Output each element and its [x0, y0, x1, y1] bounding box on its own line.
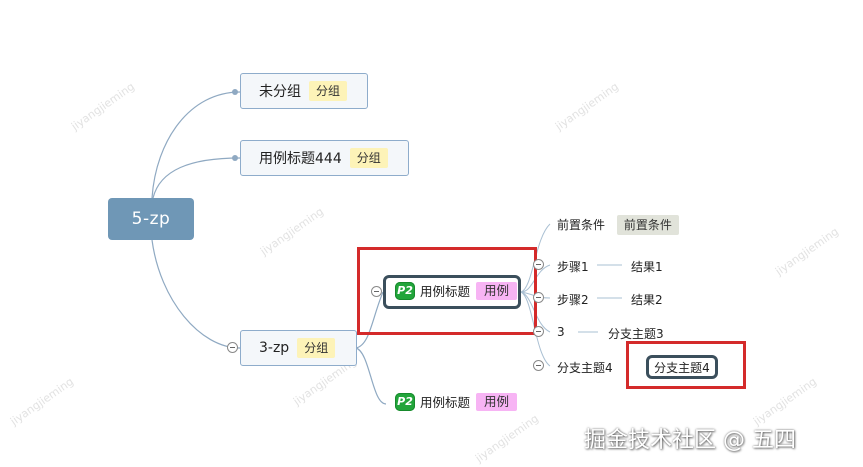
case-node-selected[interactable]: P2 用例标题 用例	[395, 281, 518, 300]
topic-ungrouped[interactable]: 未分组 分组	[240, 73, 368, 109]
selected-case-frame	[383, 275, 521, 309]
connector-dot	[232, 155, 238, 161]
case-title: 用例标题	[420, 395, 471, 410]
precondition-node[interactable]: 前置条件 前置条件	[557, 215, 679, 235]
step-2-node[interactable]: 步骤2	[557, 293, 589, 307]
collapse-toggle-icon[interactable]	[371, 286, 382, 297]
case-tag: 用例	[476, 392, 518, 411]
highlight-box-case	[357, 247, 537, 335]
topic-3-zp[interactable]: 3-zp 分组	[240, 330, 357, 366]
collapse-toggle-icon[interactable]	[533, 360, 544, 371]
collapse-toggle-icon[interactable]	[533, 259, 544, 270]
branch-topic-4-node[interactable]: 分支主题4	[557, 361, 613, 375]
group-tag: 分组	[309, 81, 348, 101]
topic-label: 未分组	[259, 84, 301, 100]
result-2-node[interactable]: 结果2	[631, 293, 663, 307]
branch-topic-4-selected[interactable]: 分支主题4	[646, 355, 718, 379]
collapse-toggle-icon[interactable]	[533, 326, 544, 337]
precondition-label: 前置条件	[557, 218, 606, 232]
case-tag: 用例	[476, 281, 518, 300]
group-tag: 分组	[349, 148, 388, 168]
branch-topic-3-node[interactable]: 分支主题3	[608, 327, 664, 341]
result-1-node[interactable]: 结果1	[631, 260, 663, 274]
precondition-tag: 前置条件	[616, 215, 679, 235]
case-node[interactable]: P2 用例标题 用例	[395, 392, 518, 411]
step-3-node[interactable]: 3	[557, 325, 565, 339]
topic-label: 用例标题444	[259, 151, 342, 167]
connector-dot	[232, 89, 238, 95]
central-topic[interactable]: 5-zp	[108, 198, 194, 240]
priority-p2-icon: P2	[395, 281, 415, 300]
group-tag: 分组	[297, 338, 336, 358]
step-1-node[interactable]: 步骤1	[557, 260, 589, 274]
collapse-toggle-icon[interactable]	[533, 292, 544, 303]
priority-p2-icon: P2	[395, 392, 415, 411]
topic-case-title-444[interactable]: 用例标题444 分组	[240, 140, 409, 176]
case-title: 用例标题	[420, 284, 471, 299]
site-watermark: 掘金技术社区 @ 五四	[584, 428, 796, 453]
topic-label: 3-zp	[259, 340, 290, 356]
collapse-toggle-icon[interactable]	[227, 342, 238, 353]
highlight-box-branch	[626, 341, 746, 389]
